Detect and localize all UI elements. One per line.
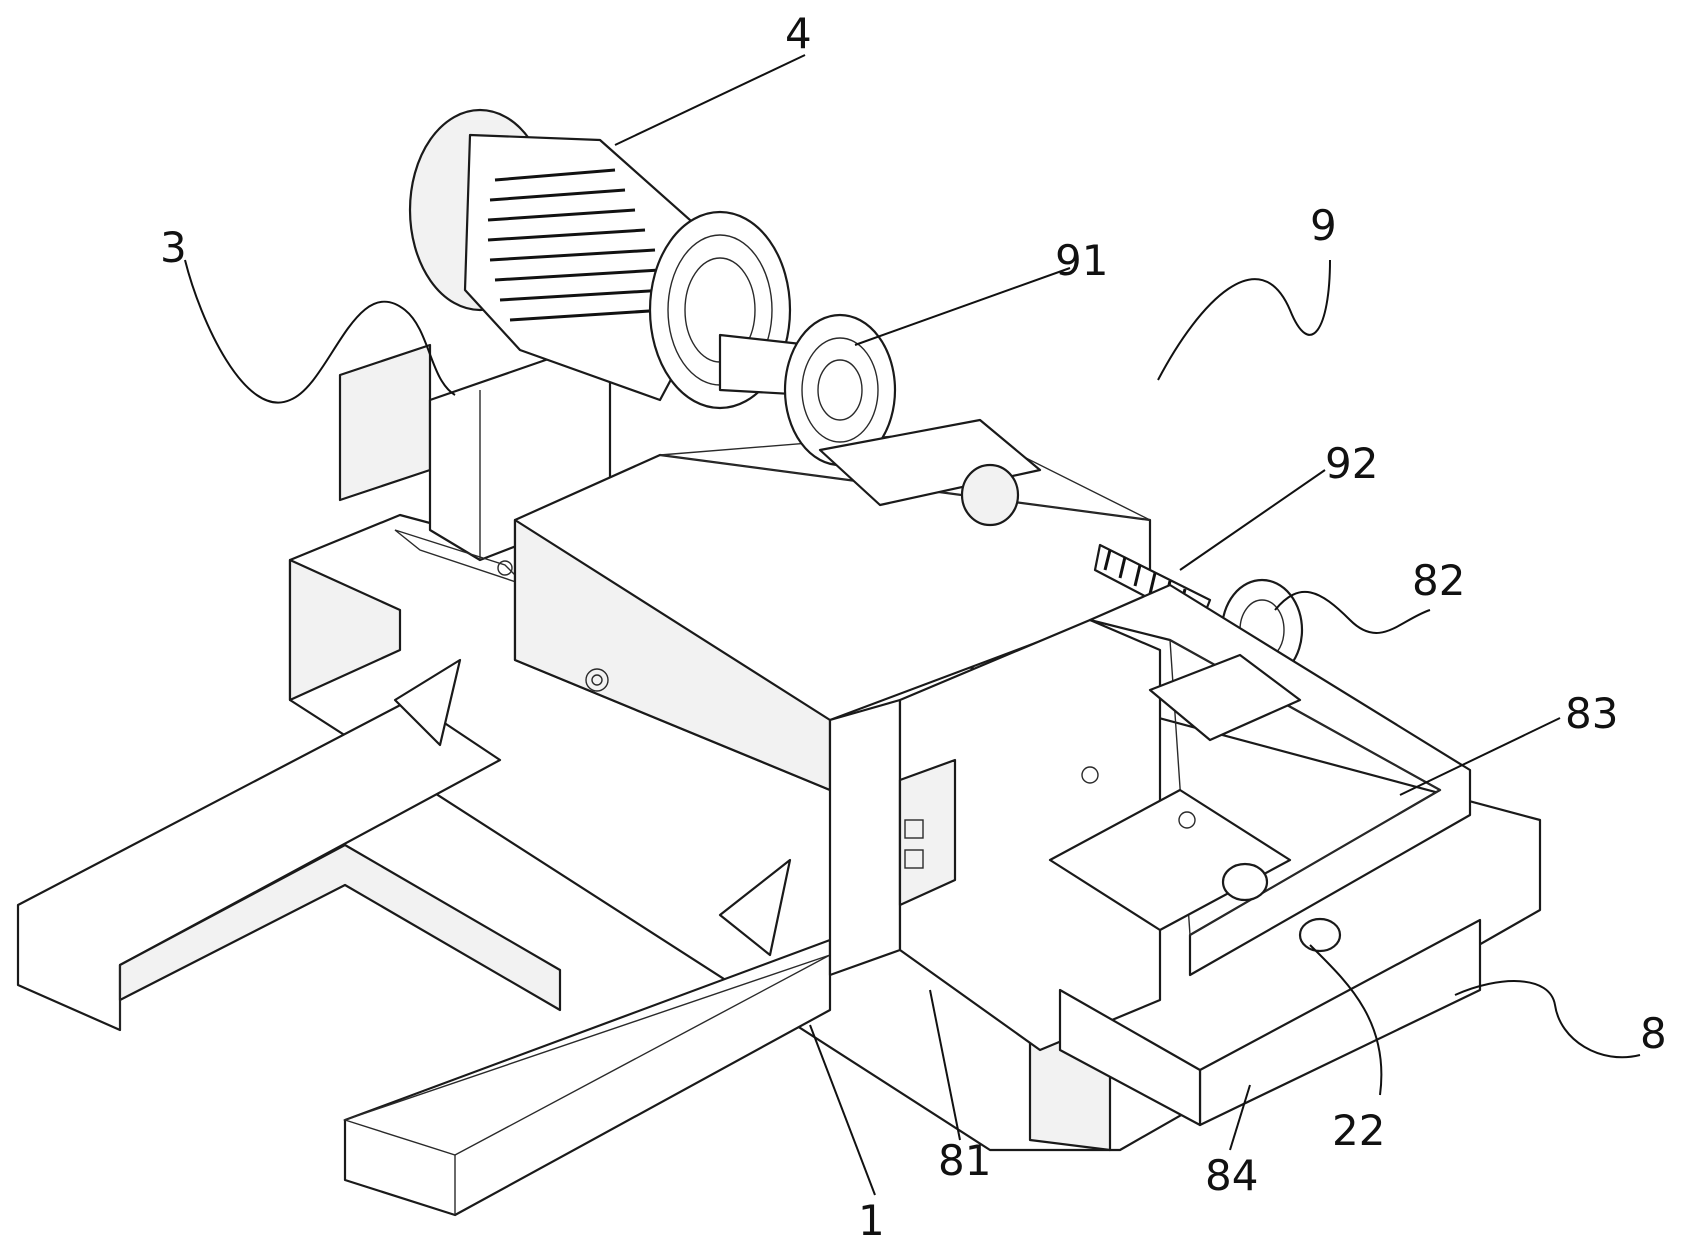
callout-81: 81 xyxy=(938,1136,991,1185)
leader-82 xyxy=(1274,591,1431,634)
callout-82: 82 xyxy=(1412,556,1465,605)
leader-lines xyxy=(184,54,1641,1196)
leader-83 xyxy=(1399,717,1561,796)
leader-81 xyxy=(929,989,961,1141)
leader-4 xyxy=(614,54,806,146)
motor xyxy=(408,108,792,410)
leader-91 xyxy=(854,267,1071,346)
leader-22 xyxy=(1309,944,1383,1096)
callout-91: 91 xyxy=(1055,236,1108,285)
leader-8 xyxy=(1454,980,1641,1059)
shaft-bearing xyxy=(718,313,1042,507)
leader-3 xyxy=(184,259,456,404)
main-housing xyxy=(513,429,1152,792)
callout-84: 84 xyxy=(1205,1151,1258,1200)
leader-92 xyxy=(1179,469,1326,571)
callout-labels: 1 3 4 8 9 22 81 82 83 84 91 92 xyxy=(160,9,1667,1245)
callout-1: 1 xyxy=(858,1196,885,1245)
callout-83: 83 xyxy=(1565,689,1618,738)
callout-9: 9 xyxy=(1310,201,1337,250)
slide-assembly xyxy=(828,583,1482,1127)
callout-4: 4 xyxy=(785,9,812,58)
callout-8: 8 xyxy=(1640,1009,1667,1058)
callout-92: 92 xyxy=(1325,439,1378,488)
leader-1 xyxy=(809,1024,876,1196)
callout-22: 22 xyxy=(1332,1106,1385,1155)
motor-cooling-fins xyxy=(487,168,666,322)
leader-9 xyxy=(1157,259,1331,381)
leader-84 xyxy=(1229,1084,1251,1151)
callout-3: 3 xyxy=(160,223,187,272)
